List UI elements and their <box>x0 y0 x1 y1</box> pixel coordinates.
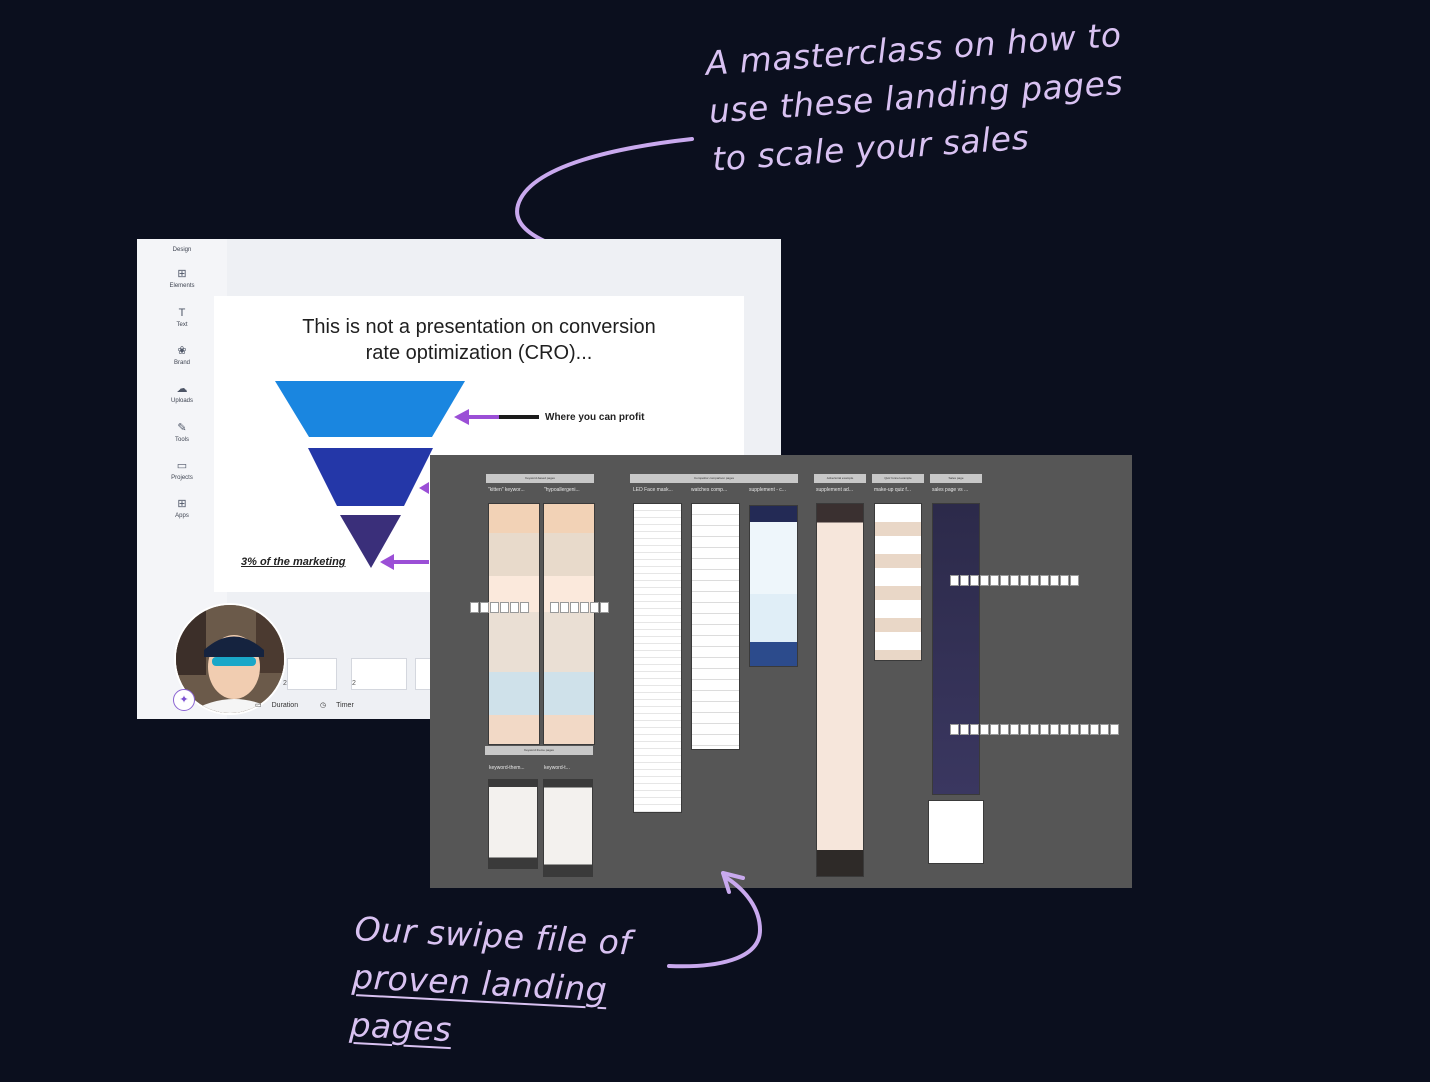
frame-label: supplement ad... <box>816 487 853 493</box>
duration-button[interactable]: ▭ Duration <box>255 701 308 709</box>
frame-label: supplement - c... <box>749 487 786 493</box>
landing-page-frame[interactable] <box>543 779 593 877</box>
landing-page-frame[interactable] <box>749 505 798 667</box>
landing-page-frame[interactable] <box>488 779 538 869</box>
rail-label: Elements <box>169 283 195 289</box>
caption-swipe-file: Our swipe file of proven landing pages <box>348 905 633 1063</box>
rail-item-uploads[interactable]: ☁ Uploads <box>137 382 227 405</box>
folder-icon: ▭ <box>176 460 188 472</box>
rail-item-apps[interactable]: ⊞ Apps <box>137 497 227 520</box>
group-title: Quiz funnel example <box>872 474 924 483</box>
frame-label: sales page vs ... <box>932 487 969 493</box>
landing-page-frame[interactable] <box>633 503 682 813</box>
rail-label: Design <box>172 247 192 253</box>
image-strip <box>950 722 1120 735</box>
arrow-left-icon <box>380 554 394 570</box>
rail-item-elements[interactable]: ⊞ Elements <box>137 267 227 290</box>
rail-item-tools[interactable]: ✎ Tools <box>137 421 227 444</box>
funnel-graphic <box>275 381 539 570</box>
funnel-label-marketing: 3% of the marketing <box>241 556 346 568</box>
funnel-label-profit: Where you can profit <box>545 412 645 423</box>
timer-icon: ◷ <box>320 702 327 709</box>
timer-label: Timer <box>336 702 354 709</box>
frame-label: "hypoallergeni... <box>544 487 580 493</box>
arrow-left-icon <box>454 409 469 425</box>
frame-label: keyword-them... <box>489 765 525 771</box>
elements-icon: ⊞ <box>177 268 187 280</box>
tools-icon: ✎ <box>177 422 187 434</box>
rail-label: Brand <box>173 360 190 366</box>
rail-item-brand[interactable]: ❀ Brand <box>137 344 227 367</box>
comment-count: 2 <box>352 680 356 687</box>
landing-page-frame[interactable] <box>691 503 740 750</box>
presenter-avatar <box>174 603 286 715</box>
image-strip <box>950 573 1080 586</box>
funnel-middle-tier <box>308 448 433 506</box>
comment-count: 2 <box>283 680 287 687</box>
timer-button[interactable]: ◷ Timer <box>320 701 364 709</box>
rail-label: Tools <box>174 437 189 443</box>
frame-label: LED Face mask... <box>633 487 673 493</box>
frame-label: make-up quiz f... <box>874 487 911 493</box>
rail-label: Apps <box>175 513 189 519</box>
rail-label: Projects <box>171 475 193 481</box>
group-title: Sales page <box>930 474 982 483</box>
rail-label: Uploads <box>170 398 193 404</box>
duration-icon: ▭ <box>255 702 262 709</box>
frame-label: "kitten" keywor... <box>488 487 525 493</box>
landing-page-frame[interactable] <box>932 503 980 795</box>
swipe-file-board-screenshot: Keyword-based pages Competitor compariso… <box>430 455 1132 888</box>
funnel-top-tier <box>275 381 465 437</box>
page-thumbnail[interactable] <box>287 658 337 690</box>
rail-item-text[interactable]: T Text <box>137 306 227 329</box>
frame-label: keyword-t... <box>544 765 570 771</box>
arrow-left-icon <box>419 482 429 494</box>
duration-label: Duration <box>271 702 299 709</box>
apps-icon: ⊞ <box>177 498 187 510</box>
rail-item-design[interactable]: Design <box>137 245 227 254</box>
frame-label: watches comp... <box>691 487 728 493</box>
slide-title: This is not a presentation on conversion… <box>214 314 744 366</box>
landing-page-frame[interactable] <box>816 503 864 877</box>
text-icon: T <box>178 307 186 319</box>
group-title: Keyword-based pages <box>486 474 594 483</box>
slide-title-line: This is not a presentation on conversion <box>302 316 656 338</box>
caption-masterclass: A masterclass on how to use these landin… <box>704 11 1130 184</box>
landing-page-frame[interactable] <box>874 503 922 661</box>
curved-arrow-up-icon <box>667 871 763 969</box>
page-thumbnail[interactable] <box>351 658 407 690</box>
image-strip <box>470 600 530 613</box>
group-title: Competitor comparison pages <box>630 474 798 483</box>
image-strip <box>550 600 610 613</box>
group-title: Advertorial example <box>814 474 866 483</box>
rail-item-projects[interactable]: ▭ Projects <box>137 459 227 482</box>
landing-page-frame[interactable] <box>488 503 540 745</box>
group-title: Keyword theme pages <box>485 746 593 755</box>
editor-bottom-bar: ▭ Duration ◷ Timer <box>255 701 374 709</box>
uploads-icon: ☁ <box>176 383 188 395</box>
slide-title-line: rate optimization (CRO)... <box>365 342 593 364</box>
magic-sparkle-button[interactable]: ✦ <box>173 689 195 711</box>
brand-icon: ❀ <box>177 345 187 357</box>
rail-label: Text <box>176 322 188 328</box>
funnel-bottom-tier <box>340 515 401 568</box>
landing-page-frame[interactable] <box>928 800 984 864</box>
landing-page-frame[interactable] <box>543 503 595 745</box>
